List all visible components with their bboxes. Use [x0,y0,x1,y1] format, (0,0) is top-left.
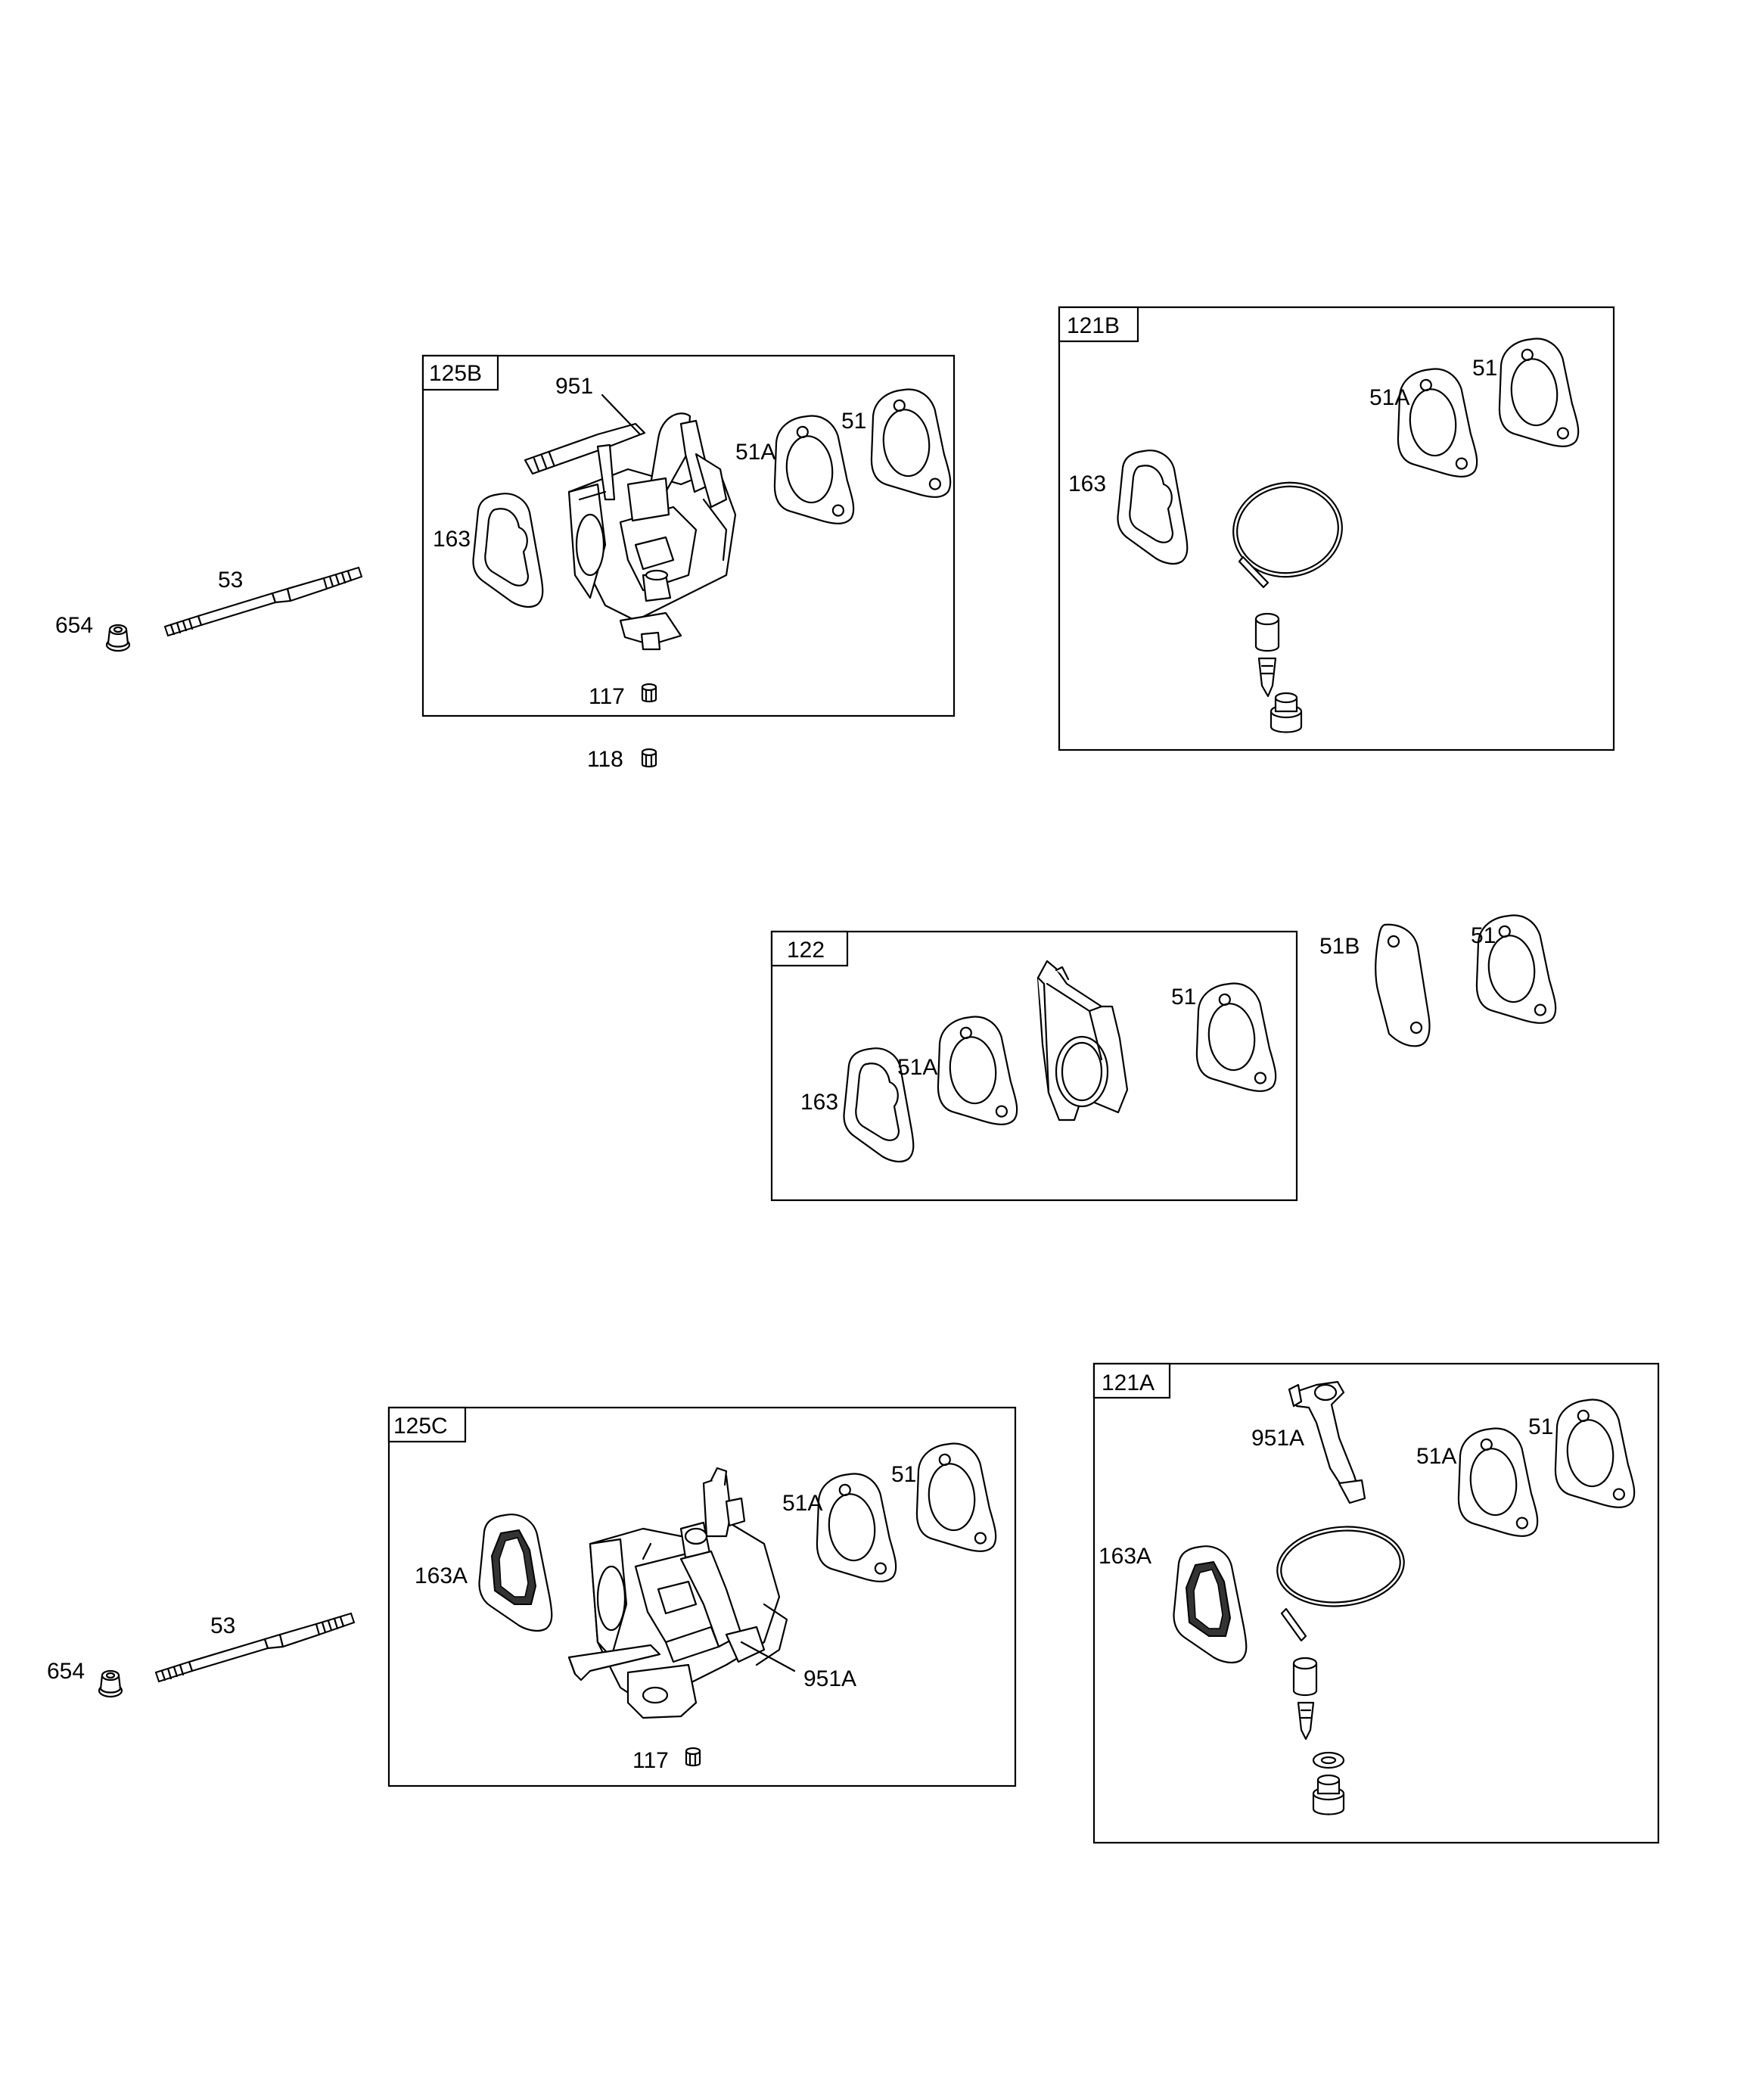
pin-121B [1238,555,1270,589]
label-51A-125B: 51A [735,440,775,465]
gasket-ring-121A [1276,1526,1405,1607]
assembly-122-frame [770,930,1298,1202]
stud-53-bottom [154,1612,356,1683]
label-51-121A: 51 [1528,1414,1553,1439]
assembly-121B-tag: 121B [1067,313,1120,338]
assembly-121B: 121B 163 51A 51 [1058,306,1615,751]
plug-121A [1312,1774,1345,1815]
assembly-125B: 125B 951 51A 5 [421,354,956,717]
label-51A-121A: 51A [1416,1444,1456,1469]
gasket-163-121B [1117,450,1189,565]
assembly-122-tag: 122 [787,938,825,963]
label-951-125B: 951 [555,374,593,399]
gasket-51-125C [909,1439,999,1559]
label-51-loose: 51 [1471,923,1496,948]
label-117-125C: 117 [632,1748,669,1773]
assembly-125C: 125C 1 [387,1406,1017,1787]
label-51B: 51B [1319,934,1360,959]
carburetor-125B [524,412,737,651]
label-53-top: 53 [218,568,243,593]
needle-121B [1257,657,1277,698]
seat-121A [1292,1657,1318,1697]
assembly-125B-tag: 125B [429,361,482,386]
label-951A-121A: 951A [1251,1426,1304,1451]
label-51A-125C: 51A [782,1491,822,1516]
assembly-125C-tag: 125C [393,1414,448,1439]
label-163-122: 163 [800,1090,838,1115]
gasket-ring-121B [1232,481,1343,578]
assembly-121B-frame [1058,306,1615,751]
assembly-121A-tag: 121A [1102,1370,1155,1395]
nut-654-top [105,624,131,652]
assembly-121B-tag-box [1058,306,1139,343]
jet-117-125B [641,683,657,703]
gasket-51A-125C [809,1469,899,1589]
label-51A-121B: 51A [1369,385,1409,410]
assembly-125C-frame [387,1406,1017,1787]
label-53-bottom: 53 [210,1613,235,1638]
gasket-163-125B [472,493,544,608]
label-654-bottom: 654 [47,1659,85,1684]
pin-121A [1280,1607,1307,1642]
gasket-51-121A [1547,1395,1637,1515]
assembly-122: 122 163 51A 51 [770,930,1298,1202]
jet-118 [641,748,657,768]
jet-117-125C [685,1747,701,1767]
seat-121B [1254,612,1280,652]
gasket-51-125B [863,384,953,505]
label-51-121B: 51 [1472,356,1497,381]
label-951A-125C: 951A [803,1666,856,1691]
label-163A-125C: 163A [415,1563,468,1588]
intake-spacer-122 [1036,960,1129,1122]
assembly-122-tag-box [770,930,849,967]
nut-654-bottom [98,1669,123,1698]
label-163A-121A: 163A [1099,1544,1151,1569]
label-51-125B: 51 [841,409,866,434]
assembly-125B-frame [421,354,956,717]
gasket-51-121B [1491,334,1581,454]
label-118: 118 [587,747,623,772]
stud-53-top [163,566,363,637]
needle-121A [1297,1701,1315,1741]
gasket-51A-121A [1450,1423,1540,1544]
gasket-163A-121A [1173,1545,1248,1664]
gasket-51B [1375,923,1431,1047]
assembly-121A-frame [1092,1362,1660,1844]
washer-121A [1312,1751,1345,1769]
leader-951-125B [601,394,642,436]
label-51-122: 51 [1171,985,1196,1010]
gasket-51A-121B [1390,364,1480,484]
plug-121B [1270,692,1303,733]
throttle-arm-951A-121A [1288,1380,1366,1504]
label-654-top: 654 [55,613,93,638]
label-51-125C: 51 [891,1462,916,1487]
gasket-163A-125C [478,1514,553,1632]
carburetor-125C [567,1467,788,1719]
assembly-121A: 121A [1092,1362,1660,1844]
label-163-125B: 163 [433,527,471,552]
label-117-125B: 117 [589,684,625,709]
leader-951A-125C [740,1641,796,1672]
assembly-125B-tag-box [421,354,499,391]
label-51A-122: 51A [897,1055,937,1080]
assembly-121A-tag-box [1092,1362,1171,1399]
label-163-121B: 163 [1068,471,1106,496]
assembly-125C-tag-box [387,1406,467,1443]
gasket-51A-122 [930,1012,1020,1132]
gasket-51-122 [1189,978,1279,1099]
